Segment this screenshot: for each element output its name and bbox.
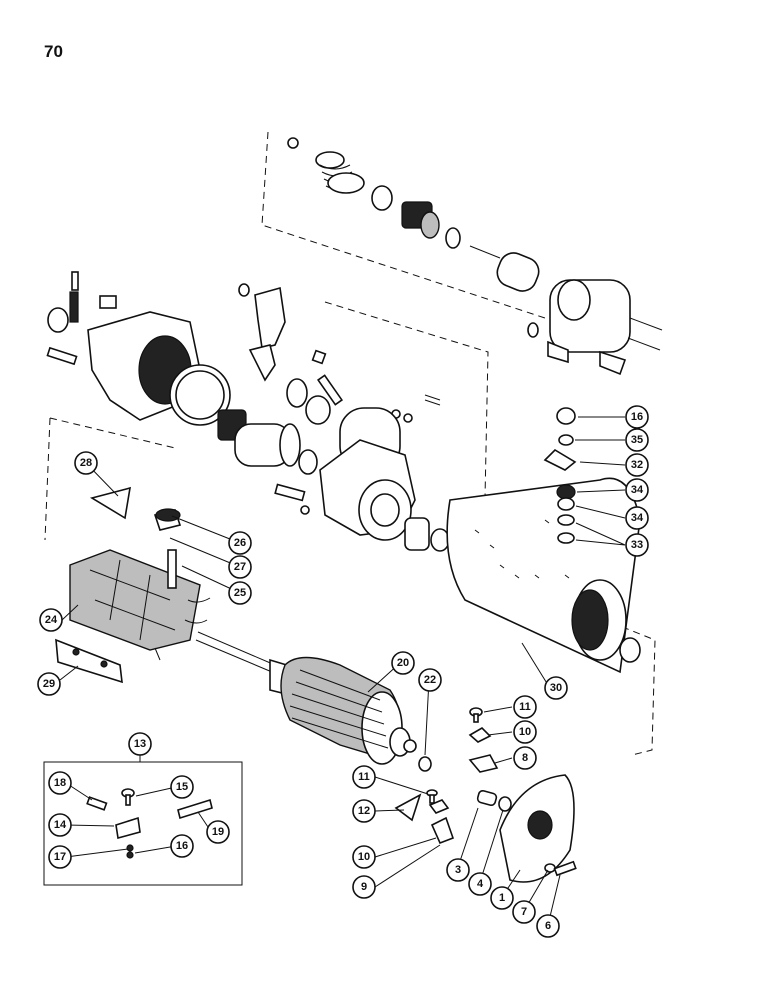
callout-12: 12 bbox=[352, 799, 376, 823]
svg-text:9: 9 bbox=[361, 881, 367, 893]
callout-25: 26 bbox=[228, 531, 252, 555]
callout-32: 33 bbox=[625, 533, 649, 557]
callout-11-left: 11 bbox=[352, 765, 376, 789]
svg-text:28: 28 bbox=[80, 457, 92, 469]
svg-text:10: 10 bbox=[519, 726, 531, 738]
svg-text:34: 34 bbox=[631, 512, 644, 524]
callout-9: 9 bbox=[352, 875, 376, 899]
svg-text:7: 7 bbox=[521, 906, 527, 918]
callout-7: 7 bbox=[512, 900, 536, 924]
armature bbox=[195, 631, 432, 772]
callout-35: 35 bbox=[625, 428, 649, 452]
callout-13: 13 bbox=[128, 732, 152, 756]
solenoid-parts bbox=[287, 137, 663, 376]
svg-text:13: 13 bbox=[134, 738, 146, 750]
svg-text:16: 16 bbox=[176, 840, 188, 852]
callout-10-left: 10 bbox=[352, 845, 376, 869]
callout-24: 25 bbox=[228, 581, 252, 605]
svg-text:6: 6 bbox=[545, 920, 551, 932]
svg-text:14: 14 bbox=[54, 819, 67, 831]
svg-text:19: 19 bbox=[212, 826, 224, 838]
svg-text:4: 4 bbox=[477, 878, 484, 890]
svg-text:10: 10 bbox=[358, 851, 370, 863]
svg-text:26: 26 bbox=[234, 537, 246, 549]
svg-text:22: 22 bbox=[424, 674, 436, 686]
svg-text:11: 11 bbox=[519, 701, 531, 713]
svg-text:12: 12 bbox=[358, 805, 370, 817]
field-frame-group-outline bbox=[44, 417, 656, 756]
callout-26: 27 bbox=[228, 555, 252, 579]
callout-18: 18 bbox=[48, 771, 72, 795]
terminal-hardware bbox=[543, 407, 577, 544]
callout-33: 34 bbox=[625, 506, 649, 530]
svg-text:35: 35 bbox=[631, 434, 643, 446]
callout-4: 4 bbox=[468, 872, 492, 896]
svg-text:18: 18 bbox=[54, 777, 66, 789]
svg-text:30: 30 bbox=[550, 682, 562, 694]
svg-text:25: 25 bbox=[234, 587, 246, 599]
callout-14: 14 bbox=[48, 813, 72, 837]
callout-1: 1 bbox=[490, 886, 514, 910]
callout-22: 22 bbox=[418, 668, 442, 692]
callout-19: 19 bbox=[206, 820, 230, 844]
svg-text:17: 17 bbox=[54, 851, 66, 863]
callout-20: 20 bbox=[391, 651, 415, 675]
svg-text:11: 11 bbox=[358, 771, 370, 783]
drive-housing bbox=[46, 271, 231, 426]
callout-27: 28 bbox=[74, 451, 98, 475]
svg-text:24: 24 bbox=[45, 614, 58, 626]
field-frame-housing bbox=[446, 477, 641, 674]
svg-text:16: 16 bbox=[631, 411, 643, 423]
svg-text:3: 3 bbox=[455, 864, 461, 876]
callout-15: 15 bbox=[170, 775, 194, 799]
svg-text:20: 20 bbox=[397, 657, 409, 669]
callout-8: 8 bbox=[513, 746, 537, 770]
svg-text:15: 15 bbox=[176, 781, 188, 793]
callout-28: 29 bbox=[37, 672, 61, 696]
field-coils bbox=[55, 486, 211, 684]
callout-34-top: 16 bbox=[625, 405, 649, 429]
callout-3: 3 bbox=[446, 858, 470, 882]
callout-30: 32 bbox=[625, 453, 649, 477]
callout-17: 17 bbox=[48, 845, 72, 869]
callout-10-right: 10 bbox=[513, 720, 537, 744]
center-frame bbox=[274, 407, 450, 552]
svg-text:34: 34 bbox=[631, 484, 644, 496]
shift-lever-and-drive bbox=[217, 283, 441, 475]
brush-holder-inset bbox=[43, 755, 243, 886]
svg-text:32: 32 bbox=[631, 459, 643, 471]
callout-labels: 16 35 32 34 34 33 28 26 27 25 24 29 30 2… bbox=[37, 405, 649, 938]
svg-text:1: 1 bbox=[499, 892, 505, 904]
solenoid-group-outline bbox=[261, 131, 546, 319]
svg-text:8: 8 bbox=[522, 752, 528, 764]
leader-lines bbox=[59, 416, 626, 926]
page-number: 70 bbox=[44, 42, 63, 61]
callout-23: 24 bbox=[39, 608, 63, 632]
callout-34-bottom: 34 bbox=[625, 478, 649, 502]
callout-29: 30 bbox=[544, 676, 568, 700]
callout-16: 16 bbox=[170, 834, 194, 858]
callout-6: 6 bbox=[536, 914, 560, 938]
svg-text:29: 29 bbox=[43, 678, 55, 690]
svg-text:33: 33 bbox=[631, 539, 643, 551]
svg-text:27: 27 bbox=[234, 561, 246, 573]
commutator-end-parts bbox=[394, 707, 577, 883]
callout-11-right: 11 bbox=[513, 695, 537, 719]
